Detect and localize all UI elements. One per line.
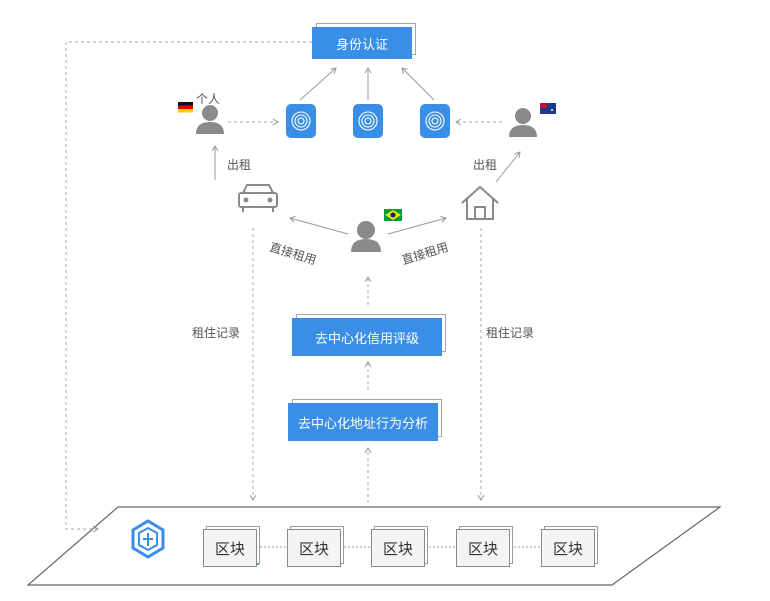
block-5: 区块 xyxy=(541,529,595,567)
record-right-label: 租住记录 xyxy=(486,326,535,340)
arrow-center-house xyxy=(387,215,447,235)
block-1: 区块 xyxy=(203,529,257,567)
fingerprint-icon-3 xyxy=(420,104,450,138)
flag-australia-icon xyxy=(540,103,556,114)
user-icon-right xyxy=(509,108,537,137)
flag-brazil-icon xyxy=(384,209,402,221)
arrow-center-car xyxy=(289,215,349,235)
rent-out-left-label: 出租 xyxy=(227,158,252,172)
arrow-fp1-identity xyxy=(299,67,337,101)
block-3: 区块 xyxy=(371,529,425,567)
block-2: 区块 xyxy=(287,529,341,567)
person-label: 个人 xyxy=(196,92,221,106)
block-accent-1 xyxy=(256,531,259,565)
user-icon-left xyxy=(196,105,224,134)
fingerprint-icon-1 xyxy=(286,104,316,138)
fingerprint-icon-2 xyxy=(353,104,383,138)
arrow-fp3-identity xyxy=(401,67,435,101)
chain-logo-icon xyxy=(131,519,165,559)
rent-out-right-label: 出租 xyxy=(473,158,498,172)
credit-rating-box: 去中心化信用评级 xyxy=(292,318,442,356)
identity-to-chain-line xyxy=(65,41,312,533)
house-icon xyxy=(461,185,499,220)
flag-germany-icon xyxy=(178,102,193,113)
user-icon-center xyxy=(351,221,381,252)
record-left-label: 租住记录 xyxy=(192,326,241,340)
address-analysis-box: 去中心化地址行为分析 xyxy=(288,403,438,441)
arrow-house-person xyxy=(495,151,521,183)
block-4: 区块 xyxy=(456,529,510,567)
identity-box: 身份认证 xyxy=(312,27,412,59)
car-icon xyxy=(238,184,278,212)
